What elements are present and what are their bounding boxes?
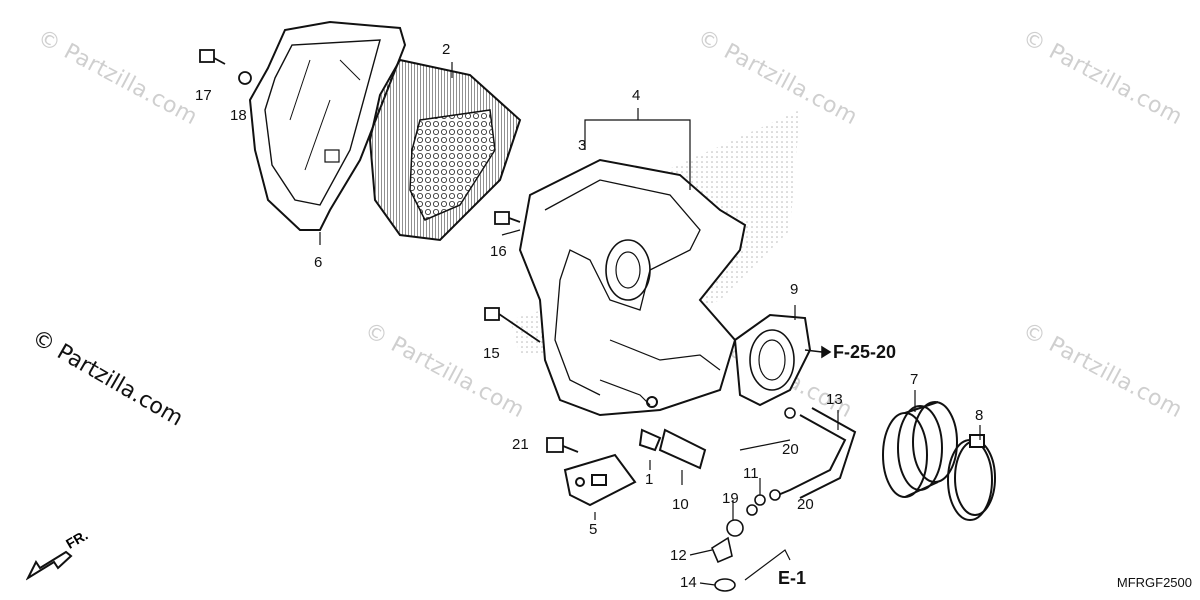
bracket xyxy=(563,453,637,507)
callout-18: 18 xyxy=(230,107,247,124)
callout-4: 4 xyxy=(632,87,641,104)
callout-8: 8 xyxy=(975,407,984,424)
breather-tube xyxy=(777,407,857,499)
callout-14: 14 xyxy=(680,574,697,591)
air-cleaner-housing xyxy=(518,158,747,417)
callout-21: 21 xyxy=(512,436,529,453)
callout-12: 12 xyxy=(670,547,687,564)
fittings xyxy=(710,407,796,592)
drain-plug xyxy=(638,428,707,470)
callout-11: 11 xyxy=(743,465,759,482)
callout-3: 3 xyxy=(578,137,587,154)
bolts xyxy=(199,49,579,453)
callout-9: 9 xyxy=(790,281,799,298)
intake-duct xyxy=(733,313,812,407)
callout-7: 7 xyxy=(910,371,919,388)
leader-lines xyxy=(319,62,981,586)
callout-20: 20 xyxy=(797,496,814,513)
callout-5: 5 xyxy=(589,521,598,538)
air-cleaner-cover xyxy=(248,20,407,231)
callout-1: 1 xyxy=(645,471,654,488)
callout-19: 19 xyxy=(722,490,739,507)
callout-15: 15 xyxy=(483,345,500,362)
hose-band xyxy=(947,434,996,521)
reference-label-e[interactable]: E-1 xyxy=(778,568,807,588)
front-arrow-icon xyxy=(26,550,73,581)
intake-boot xyxy=(882,401,958,498)
air-filter-element xyxy=(368,58,522,242)
callout-2: 2 xyxy=(442,41,451,58)
callout-10: 10 xyxy=(672,496,689,513)
callout-17: 17 xyxy=(195,87,212,104)
callout-6: 6 xyxy=(314,254,323,271)
reference-label-f[interactable]: F-25-20 xyxy=(833,342,897,362)
callout-13: 13 xyxy=(826,391,843,408)
callout-16: 16 xyxy=(490,243,507,260)
callout-20: 20 xyxy=(782,441,799,458)
diagram-code: MFRGF2500 xyxy=(1116,575,1192,590)
reference-arrow xyxy=(804,345,832,359)
